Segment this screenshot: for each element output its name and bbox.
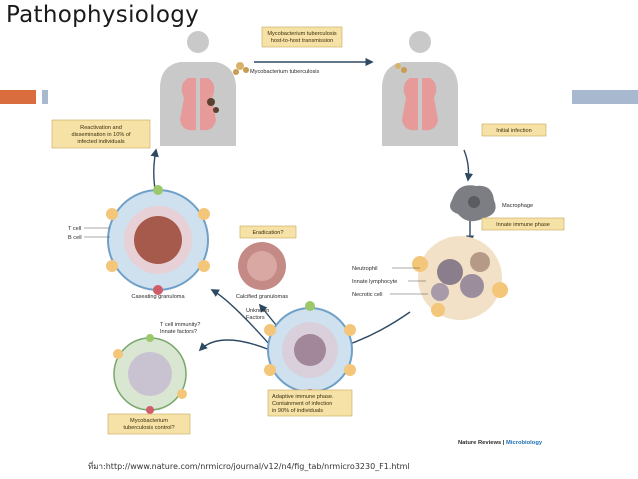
svg-text:in 90% of individuals: in 90% of individuals <box>272 408 323 414</box>
transmission-line-2: host-to-host transmission <box>271 38 334 44</box>
slide-title: Pathophysiology <box>6 2 200 28</box>
arrow-to-control <box>198 339 271 352</box>
transmission-line-1: Mycobacterium tuberculosis <box>267 31 337 37</box>
reactivation-box: Reactivation and dissemination in 10% of… <box>51 119 151 149</box>
innate-granuloma-cluster <box>412 236 508 320</box>
necrotic-cell-label: Necrotic cell <box>352 292 382 298</box>
accent-bar-left-orange <box>0 90 36 104</box>
neutrophil-label: Neutrophil <box>352 266 378 272</box>
caseating-granuloma <box>106 185 210 295</box>
credit-label: Nature Reviews | Microbiology <box>458 440 543 446</box>
source-caption: ที่มา:http://www.nature.com/nrmicro/jour… <box>88 462 410 471</box>
calcified-label: Calcified granulomas <box>236 294 288 300</box>
svg-text:infected individuals: infected individuals <box>77 139 124 145</box>
accent-bar-right-blue <box>572 90 638 104</box>
initial-infection-box: Initial infection <box>481 123 547 137</box>
accent-bar-left-blue <box>42 90 48 104</box>
control-granuloma <box>113 334 187 414</box>
adaptive-phase-box: Adaptive immune phase. Containment of in… <box>267 389 353 417</box>
arrow-to-caseating <box>210 289 271 346</box>
macrophage-cell <box>450 185 496 222</box>
macrophage-label: Macrophage <box>502 203 533 209</box>
svg-text:Containment of infection: Containment of infection <box>272 401 332 407</box>
svg-text:Innate immune phase: Innate immune phase <box>496 222 550 228</box>
control-box: Mycobacterium tuberculosis control? <box>107 413 191 435</box>
bacteria-cloud-right <box>395 63 407 73</box>
lung-right-right <box>422 78 438 131</box>
bacteria-cloud-left <box>233 62 249 75</box>
svg-text:Adaptive immune phase.: Adaptive immune phase. <box>272 394 334 400</box>
innate-lymphocyte-label: Innate lymphocyte <box>352 279 397 285</box>
svg-text:Eradication?: Eradication? <box>252 230 283 236</box>
lung-right-left <box>402 78 418 131</box>
t-cell-immunity-line-1: T cell immunity? <box>160 322 200 328</box>
svg-text:Reactivation and: Reactivation and <box>80 125 122 131</box>
transmission-box: Mycobacterium tuberculosis host-to-host … <box>261 26 343 48</box>
adaptive-granuloma <box>264 301 356 399</box>
bacteria-label: Mycobacterium tuberculosis <box>250 69 320 75</box>
caseating-label: Caseating granuloma <box>131 294 185 300</box>
svg-text:Mycobacterium: Mycobacterium <box>130 418 168 424</box>
calcified-granuloma <box>238 242 286 290</box>
eradication-box: Eradication? <box>239 225 297 239</box>
unknown-factors-line-1: Unknown <box>246 308 269 314</box>
arrow-to-macrophage <box>463 149 474 182</box>
svg-text:dissemination in 10% of: dissemination in 10% of <box>71 132 131 138</box>
lung-left-left <box>180 78 196 131</box>
unknown-factors-line-2: Factors <box>246 315 265 321</box>
svg-text:tuberculosis control?: tuberculosis control? <box>123 425 174 431</box>
t-cell-label: T cell <box>68 226 81 232</box>
svg-text:Initial infection: Initial infection <box>496 128 531 134</box>
b-cell-label: B cell <box>68 235 82 241</box>
t-cell-immunity-line-2: Innate factors? <box>160 329 197 335</box>
innate-phase-box: Innate immune phase <box>481 217 565 231</box>
human-figure-left <box>160 31 236 146</box>
human-figure-right <box>382 31 458 146</box>
